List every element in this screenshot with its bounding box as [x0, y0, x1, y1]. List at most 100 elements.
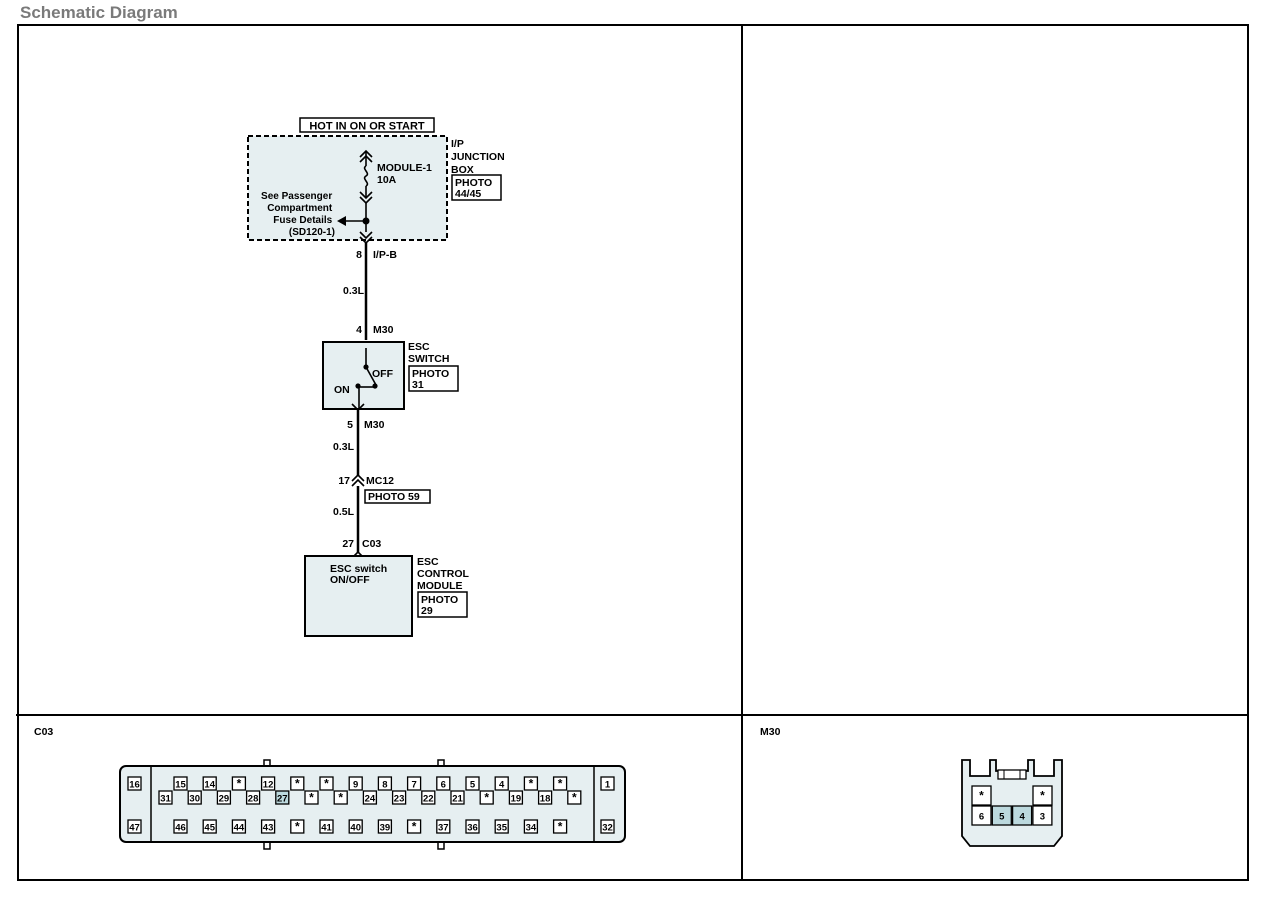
c03-pin-cell: 27 — [275, 790, 290, 805]
m30-pin-cell-label: 4 — [1019, 811, 1025, 822]
ipb-name: I/P-B — [373, 249, 397, 261]
c03-pin-cell-label: 22 — [423, 793, 434, 804]
c03-pin-cell: 40 — [348, 819, 363, 834]
c03-pin-cell: 4 — [494, 776, 509, 791]
c03-pin-cell-label: 30 — [189, 793, 200, 804]
c03-pin-cell: * — [333, 790, 348, 805]
c03-pin: 27 — [342, 538, 354, 550]
m30-top-pin: 4 — [356, 324, 362, 336]
c03-pin-cell-label: * — [572, 790, 577, 804]
c03-pin-cell: 47 — [127, 819, 142, 834]
c03-pin-cell-label: 35 — [496, 822, 507, 833]
c03-pin-cell: 21 — [450, 790, 465, 805]
c03-pin-cell: 16 — [127, 776, 142, 791]
c03-pin-cell-label: 15 — [175, 779, 186, 790]
ipb-pin: 8 — [356, 249, 362, 261]
c03-connector-label: C03 — [34, 726, 53, 738]
m30-pin-cell: 6 — [971, 805, 992, 826]
esc-module-inner-label: ESC switch ON/OFF — [330, 563, 390, 586]
c03-pin-cell-label: 45 — [204, 822, 215, 833]
m30-pin-cell: * — [1032, 785, 1053, 806]
c03-pin-cell: 24 — [362, 790, 378, 805]
power-label-box — [299, 117, 435, 133]
c03-pin-cell: 15 — [173, 776, 188, 791]
c03-pin-cell: 37 — [436, 819, 451, 834]
c03-pin-cell: * — [231, 776, 247, 791]
c03-pin-cell: * — [567, 790, 582, 805]
c03-pin-cell-label: 43 — [263, 822, 274, 833]
switch-contact-off — [363, 364, 369, 370]
c03-pin-cell: 41 — [319, 819, 334, 834]
c03-pin-cell-label: * — [558, 776, 563, 790]
junction-box-label: I/P JUNCTION BOX — [451, 138, 508, 176]
c03-pin-cell-label: 14 — [204, 779, 215, 790]
c03-pin-cell: 12 — [260, 776, 276, 791]
c03-pin-cell-label: 37 — [438, 822, 449, 833]
switch-on-label: ON — [334, 384, 350, 396]
c03-pin-cell-label: 29 — [219, 793, 230, 804]
m30-pin-cell: 3 — [1032, 805, 1053, 826]
c03-pin-cell-label: 6 — [441, 779, 446, 790]
c03-pin-cell: 34 — [523, 819, 539, 834]
frame — [16, 24, 1249, 881]
switch-contact-pivot — [372, 383, 378, 389]
mc12-photo-label: PHOTO 59 — [368, 491, 420, 503]
c03-pin-cell-label: * — [309, 790, 314, 804]
c03-pin-cell-label: 18 — [540, 793, 551, 804]
c03-pin-cell-label: * — [295, 776, 300, 790]
c03-pin-cell-label: 41 — [321, 822, 332, 833]
connector-mc12-symbol — [351, 473, 365, 487]
m30-bottom-name: M30 — [364, 419, 385, 431]
c03-pin-cell-label: 32 — [602, 822, 613, 833]
c03-pin-cell-label: 23 — [394, 793, 405, 804]
c03-pin-cell: 39 — [377, 819, 393, 834]
m30-top-name: M30 — [373, 324, 394, 336]
m30-pin-cell: 5 — [991, 805, 1012, 826]
mc12-photo-ref — [364, 489, 431, 504]
c03-pin-cell: * — [319, 776, 334, 791]
c03-pin-cell: 7 — [406, 776, 422, 791]
c03-pin-cell: 28 — [245, 790, 261, 805]
c03-pin-cell: 14 — [202, 776, 217, 791]
c03-pin-cell: 6 — [436, 776, 451, 791]
esc-module-photo-label: PHOTO 29 — [421, 594, 461, 617]
c03-pin-cell: 44 — [231, 819, 247, 834]
m30-bottom-pin: 5 — [347, 419, 353, 431]
c03-pin-cell: 18 — [537, 790, 553, 805]
c03-pin-cell-label: 27 — [277, 793, 288, 804]
esc-switch-photo-label: PHOTO 31 — [412, 368, 452, 391]
c03-pin-cell: * — [552, 819, 568, 834]
c03-pin-cell-label: 44 — [234, 822, 245, 833]
fuse-details-arrow-icon — [337, 216, 346, 226]
m30-pin-cell-label: 5 — [999, 811, 1005, 822]
junction-box-photo-ref — [451, 174, 502, 201]
c03-pin-cell-label: 34 — [526, 822, 537, 833]
esc-module-photo-ref — [417, 591, 468, 618]
mc12-name: MC12 — [366, 475, 394, 487]
esc-control-module-box — [304, 555, 413, 637]
c03-pin-cell-label: 39 — [380, 822, 391, 833]
c03-pin-cell: 32 — [600, 819, 615, 834]
c03-pin-cell-label: * — [324, 776, 329, 790]
c03-pin-cell-label: 9 — [353, 779, 358, 790]
switch-contact-on — [355, 383, 361, 389]
esc-switch-box — [322, 341, 405, 410]
c03-pin-cell: 22 — [421, 790, 436, 805]
c03-pin-cell-label: 36 — [467, 822, 478, 833]
m30-pin-cell-label: 3 — [1040, 811, 1045, 822]
c03-pin-cell: 46 — [173, 819, 188, 834]
fuse-details-label: See Passenger Compartment Fuse Details (… — [261, 191, 335, 238]
c03-pin-cell-label: * — [295, 819, 300, 833]
c03-pin-cell-label: * — [529, 776, 534, 790]
ip-junction-box — [247, 135, 448, 241]
c03-pin-cell-label: 47 — [129, 822, 140, 833]
c03-pin-cell-label: 28 — [248, 793, 259, 804]
c03-pin-cell-label: * — [412, 819, 417, 833]
c03-pin-cell-label: 24 — [365, 793, 376, 804]
c03-pin-cell-label: 7 — [411, 779, 416, 790]
esc-switch-photo-ref — [408, 365, 459, 392]
m30-pin-cell-label: * — [979, 788, 984, 802]
